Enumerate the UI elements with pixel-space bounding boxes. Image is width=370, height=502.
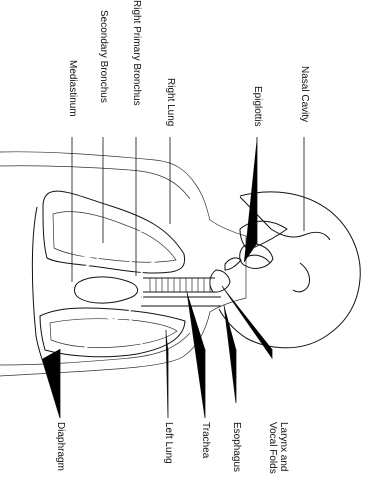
tongue-shape bbox=[246, 255, 270, 263]
label-left-lung: Left Lung bbox=[163, 422, 174, 464]
body-inner-outline-top bbox=[0, 166, 190, 199]
label-right-primary-bronchus: Right Primary Bronchus bbox=[131, 0, 142, 106]
left-bronchial-tree bbox=[67, 296, 158, 349]
label-larynx-line-1: Larynx and bbox=[278, 422, 289, 471]
label-larynx-line-2: Vocal Folds bbox=[267, 422, 278, 474]
label-esophagus: Esophagus bbox=[231, 422, 242, 472]
label-nasal-cavity: Nasal Cavity bbox=[299, 66, 310, 122]
leader-esophagus bbox=[224, 305, 236, 403]
label-diaphragm: Diaphragm bbox=[55, 422, 66, 471]
label-trachea: Trachea bbox=[200, 422, 211, 458]
epiglottis-shape bbox=[225, 258, 241, 270]
ear-outline bbox=[293, 263, 310, 292]
leader-left-lung bbox=[166, 330, 168, 418]
label-mediastinum: Mediastinum bbox=[67, 60, 78, 117]
left-lung-inner-fill bbox=[50, 319, 177, 348]
leader-trachea bbox=[187, 292, 205, 418]
right-lung-inner-fill bbox=[53, 212, 176, 263]
trachea-rings bbox=[150, 278, 210, 292]
label-epiglottis: Epiglottis bbox=[252, 86, 263, 127]
right-bronchial-tree bbox=[64, 219, 157, 274]
body-inner-outline-bottom bbox=[0, 333, 190, 365]
head-outline bbox=[219, 192, 360, 348]
esophagus bbox=[141, 297, 221, 306]
leader-diaphragm bbox=[42, 349, 60, 418]
left-lung-outline bbox=[40, 308, 185, 357]
label-secondary-bronchus: Secondary Bronchus bbox=[98, 10, 109, 103]
label-right-lung: Right Lung bbox=[165, 78, 176, 126]
right-lung-outline bbox=[43, 191, 185, 273]
larynx-shape bbox=[210, 270, 230, 292]
mediastinum-shape bbox=[75, 277, 138, 303]
diaphragm-curve bbox=[32, 207, 42, 359]
